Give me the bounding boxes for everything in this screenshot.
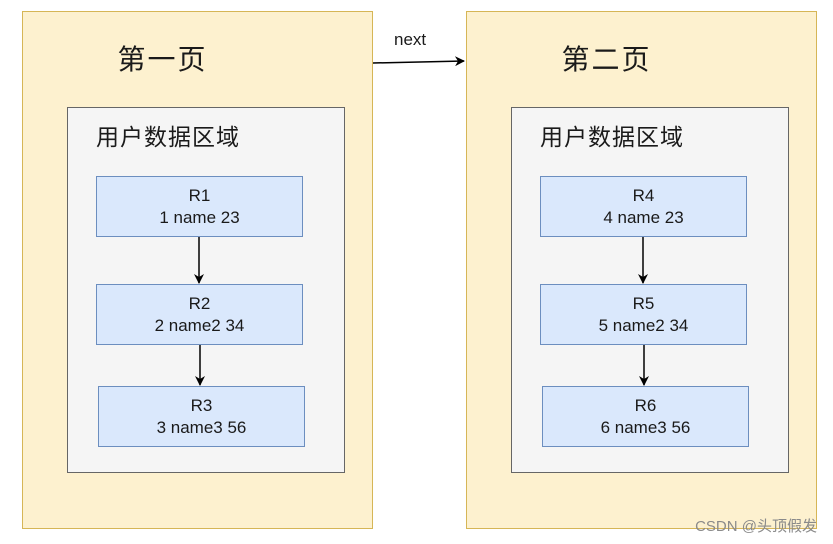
record-r6-id: R6 [634,395,657,415]
page-2-container: 第二页 用户数据区域 R4 4 name 23 R5 5 name2 34 R6… [466,11,817,529]
page-1-area-title: 用户数据区域 [96,125,240,151]
page-2-title: 第二页 [561,43,652,76]
page-1-title: 第一页 [117,43,208,76]
record-r4-id: R4 [632,185,655,205]
record-r4-content: 4 name 23 [603,207,684,227]
record-r3-id: R3 [190,395,213,415]
record-r1-id: R1 [188,185,211,205]
record-r6-content: 6 name3 56 [600,417,691,437]
next-arrow [372,56,465,67]
record-r5-content: 5 name2 34 [598,315,689,335]
page-1-container: 第一页 用户数据区域 R1 1 name 23 R2 2 name2 34 R3… [22,11,373,529]
page-1-user-data-area: 用户数据区域 R1 1 name 23 R2 2 name2 34 R3 3 n… [67,107,345,473]
record-r3: R3 3 name3 56 [98,386,305,447]
record-r1: R1 1 name 23 [96,176,303,237]
record-r5: R5 5 name2 34 [540,284,747,345]
record-r3-content: 3 name3 56 [156,417,247,437]
record-r4: R4 4 name 23 [540,176,747,237]
record-r2-id: R2 [188,293,211,313]
record-r5-id: R5 [632,293,655,313]
record-r1-content: 1 name 23 [159,207,240,227]
next-label: next [394,30,427,49]
record-r2: R2 2 name2 34 [96,284,303,345]
page-2-area-title: 用户数据区域 [540,125,684,151]
record-r2-content: 2 name2 34 [154,315,245,335]
watermark: CSDN @头顶假发 [695,518,817,535]
record-r6: R6 6 name3 56 [542,386,749,447]
page-2-user-data-area: 用户数据区域 R4 4 name 23 R5 5 name2 34 R6 6 n… [511,107,789,473]
